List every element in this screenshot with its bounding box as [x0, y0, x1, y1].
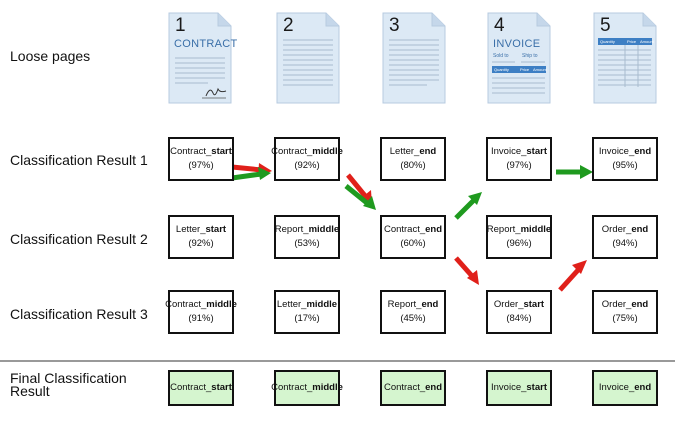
node-label: Contract_start — [170, 382, 232, 393]
row-label-final: Final Classification Result — [10, 370, 127, 399]
node-confidence: (95%) — [612, 160, 638, 171]
node-confidence: (94%) — [612, 238, 638, 249]
node-label: Invoice_end — [598, 382, 652, 393]
result1-node-2: Contract_middle (92%) — [271, 137, 343, 181]
node-label: Report_end — [387, 299, 439, 310]
node-confidence: (91%) — [188, 313, 214, 324]
page-number: 5 — [600, 15, 611, 36]
page-title: CONTRACT — [174, 38, 238, 50]
page-title: INVOICE — [493, 38, 541, 50]
red-arrow-4-5 — [558, 260, 587, 292]
result2-node-3: Contract_end (60%) — [380, 215, 446, 259]
result1-node-1: Contract_start (97%) — [168, 137, 234, 181]
col-amount: Amount — [533, 67, 547, 72]
final-node-1: Contract_start — [168, 370, 234, 406]
row-label-result-2: Classification Result 2 — [10, 231, 148, 247]
node-label: Report_middle — [486, 224, 552, 235]
node-confidence: (45%) — [400, 313, 426, 324]
green-arrow-3-4 — [454, 192, 482, 220]
node-confidence: (97%) — [188, 160, 214, 171]
row-label-final-line1: Final Classification — [10, 370, 127, 386]
node-label: Report_middle — [274, 224, 340, 235]
row-label-result-3: Classification Result 3 — [10, 306, 148, 322]
page-number: 4 — [494, 15, 505, 36]
node-label: Invoice_start — [491, 382, 547, 393]
node-confidence: (75%) — [612, 313, 638, 324]
final-node-5: Invoice_end — [592, 370, 658, 406]
node-confidence: (60%) — [400, 238, 426, 249]
node-confidence: (84%) — [506, 313, 532, 324]
final-node-4: Invoice_start — [486, 370, 552, 406]
page-number: 3 — [389, 15, 400, 36]
node-confidence: (53%) — [294, 238, 320, 249]
result1-node-3: Letter_end (80%) — [380, 137, 446, 181]
result2-node-5: Order_end (94%) — [592, 215, 658, 259]
node-label: Letter_middle — [276, 299, 338, 310]
page-4: 4 INVOICE Sold to Ship to Quantity Price… — [487, 12, 551, 104]
node-label: Contract_end — [383, 382, 443, 393]
col-price: Price — [520, 67, 530, 72]
col-price: Price — [627, 39, 637, 44]
result2-node-1: Letter_start (92%) — [168, 215, 234, 259]
result3-node-5: Order_end (75%) — [592, 290, 658, 334]
table-page-icon — [593, 12, 657, 104]
contract-page-icon — [168, 12, 232, 104]
col-quantity: Quantity — [600, 39, 615, 44]
invoice-page-icon — [487, 12, 551, 104]
node-label: Order_end — [601, 299, 649, 310]
section-divider — [0, 360, 675, 362]
node-label: Order_start — [493, 299, 545, 310]
page-3: 3 — [382, 12, 446, 104]
node-label: Invoice_end — [598, 146, 652, 157]
node-label: Contract_end — [383, 224, 443, 235]
node-label: Contract_middle — [165, 299, 237, 310]
node-confidence: (80%) — [400, 160, 426, 171]
row-label-final-line2: Result — [10, 383, 50, 399]
result3-node-2: Letter_middle (17%) — [274, 290, 340, 334]
page-number: 1 — [175, 15, 186, 36]
page-5: 5 Quantity Price Amount — [593, 12, 657, 104]
node-confidence: (92%) — [294, 160, 320, 171]
node-label: Invoice_start — [491, 146, 547, 157]
final-node-2: Contract_middle — [271, 370, 343, 406]
green-arrow-2-3 — [344, 184, 376, 210]
sold-to-label: Sold to — [493, 53, 509, 59]
node-confidence: (96%) — [506, 238, 532, 249]
node-confidence: (97%) — [506, 160, 532, 171]
page-1: 1 CONTRACT — [168, 12, 237, 104]
result3-node-3: Report_end (45%) — [380, 290, 446, 334]
result2-node-2: Report_middle (53%) — [274, 215, 340, 259]
final-node-3: Contract_end — [380, 370, 446, 406]
node-confidence: (92%) — [188, 238, 214, 249]
ship-to-label: Ship to — [522, 53, 538, 59]
result1-node-5: Invoice_end (95%) — [592, 137, 658, 181]
node-label: Order_end — [601, 224, 649, 235]
page-2: 2 — [276, 12, 340, 104]
red-arrow-3-4 — [454, 256, 479, 285]
node-label: Contract_middle — [271, 382, 343, 393]
row-label-loose-pages: Loose pages — [10, 48, 91, 64]
result2-node-4: Report_middle (96%) — [486, 215, 552, 259]
text-page-icon — [276, 12, 340, 104]
node-label: Contract_middle — [271, 146, 343, 157]
node-label: Letter_start — [175, 224, 227, 235]
result1-node-4: Invoice_start (97%) — [486, 137, 552, 181]
green-arrow-4-5 — [556, 165, 593, 179]
result3-node-4: Order_start (84%) — [486, 290, 552, 334]
col-amount: Amount — [640, 39, 654, 44]
text-page-icon — [382, 12, 446, 104]
result3-node-1: Contract_middle (91%) — [165, 290, 237, 334]
node-label: Contract_start — [170, 146, 232, 157]
node-confidence: (17%) — [294, 313, 320, 324]
green-arrow-1-2 — [231, 167, 271, 181]
col-quantity: Quantity — [494, 67, 509, 72]
page-number: 2 — [283, 15, 294, 36]
row-label-result-1: Classification Result 1 — [10, 152, 148, 168]
node-label: Letter_end — [389, 146, 437, 157]
